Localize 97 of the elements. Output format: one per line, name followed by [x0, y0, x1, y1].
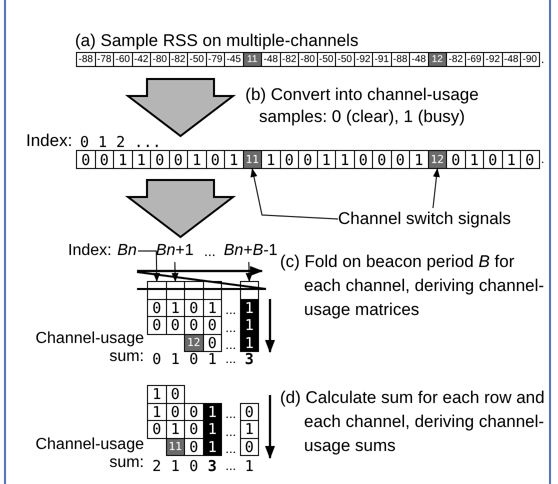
sum-value: ... — [224, 350, 238, 368]
value-cell: 0 — [206, 150, 225, 169]
row-label: Channel-usage sum: — [34, 436, 144, 472]
ellipsis: ... — [224, 301, 238, 317]
channel-number-cell: 11 — [242, 150, 262, 169]
value-cell: 0 — [168, 150, 188, 169]
sum-value: 1 — [206, 349, 218, 368]
highlighted-cell: 1 — [240, 316, 259, 334]
index-label: Bn — [116, 240, 138, 262]
value-cell: 1 — [335, 150, 354, 169]
sum-value: ... — [224, 457, 238, 475]
ellipsis: ... — [204, 242, 216, 261]
period-mark: . — [541, 51, 544, 68]
value-cell: 1 — [240, 420, 259, 438]
value-cell: 0 — [520, 150, 540, 169]
index-label: Bn+1 — [156, 240, 194, 262]
value-cell: 1 — [261, 150, 280, 169]
value-cell: -79 — [206, 52, 225, 67]
value-cell: -92 — [354, 52, 373, 67]
value-cell: -92 — [483, 52, 502, 67]
value-cell: -91 — [372, 52, 392, 67]
sum-value: 0 — [188, 349, 200, 368]
leader-line — [432, 168, 440, 208]
period-mark: . — [541, 151, 544, 168]
leader-line — [138, 250, 160, 282]
ellipsis: ... — [224, 318, 238, 334]
channel-number-cell: 12 — [428, 150, 447, 169]
leader-line — [250, 168, 338, 220]
highlighted-cell: 1 — [240, 334, 259, 352]
sum-value: 2 — [151, 456, 162, 475]
value-cell: 0 — [354, 150, 373, 169]
index-label: Index: — [68, 241, 112, 261]
value-cell: -48 — [502, 52, 521, 67]
value-cell: -80 — [150, 52, 170, 67]
value-cell: 1 — [132, 150, 151, 169]
value-cell: 0 — [240, 402, 259, 421]
value-cell: 0 — [280, 150, 299, 169]
step-caption: (a) Sample RSS on multiple-channels — [75, 30, 358, 52]
index-values: 0 1 2 ... — [80, 132, 162, 153]
ellipsis: ... — [224, 336, 238, 352]
value-cell: 0 — [147, 420, 166, 438]
value-cell: 0 — [240, 438, 259, 456]
value-cell: 0 — [390, 150, 410, 169]
value-cell: -90 — [520, 52, 540, 67]
sum-value: 3 — [244, 349, 255, 368]
sum-value: 0 — [188, 456, 200, 475]
index-label: Index: — [26, 130, 72, 152]
step-caption: (d) Calculate sum for each row and each channel, deriving channel-usage sums — [280, 387, 546, 457]
value-cell: 1 — [113, 150, 132, 169]
value-cell: -48 — [409, 52, 428, 67]
value-cell: -45 — [224, 52, 244, 67]
value-cell: 0 — [298, 150, 318, 169]
leader-line — [246, 262, 253, 282]
callout-text: Channel switch signals — [338, 208, 528, 230]
sum-value: 0 — [151, 349, 162, 368]
leader-line — [172, 262, 179, 282]
value-cell: -80 — [298, 52, 318, 67]
ellipsis: ... — [224, 440, 238, 456]
value-cell: 1 — [502, 150, 521, 169]
value-cell: 1 — [187, 150, 206, 169]
value-cell: 1 — [316, 150, 336, 169]
value-cell: -88 — [390, 52, 410, 67]
value-cell: 0 — [76, 150, 96, 169]
value-cell: -82 — [280, 52, 299, 67]
value-cell: -60 — [113, 52, 132, 67]
value-cell: 0 — [446, 150, 466, 169]
sum-value: 1 — [170, 456, 181, 475]
row-label: Channel-usage sum: — [34, 330, 144, 366]
highlighted-cell: 1 — [202, 402, 222, 421]
channel-number-cell: 12 — [428, 52, 447, 67]
value-cell: 0 — [147, 316, 166, 334]
value-cell: 0 — [372, 150, 392, 169]
value-cell: -50 — [335, 52, 354, 67]
value-cell: -69 — [464, 52, 484, 67]
highlighted-cell: 1 — [240, 298, 259, 317]
value-cell: 1 — [409, 150, 428, 169]
value-cell: 0 — [150, 150, 170, 169]
value-cell: -78 — [94, 52, 114, 67]
step-caption: (c) Fold on beacon period B for each channel, deriving channel-usage matrices — [280, 251, 546, 321]
value-cell: -82 — [446, 52, 466, 67]
value-cell: -50 — [187, 52, 206, 67]
value-cell: -48 — [261, 52, 280, 67]
step-caption: (b) Convert into channel-usage samples: 0 (clear), 1 (busy) — [244, 84, 480, 128]
value-cell: 0 — [483, 150, 502, 169]
value-cell: -88 — [76, 52, 96, 67]
value-cell: -42 — [132, 52, 151, 67]
value-cell: -50 — [316, 52, 336, 67]
ellipsis: ... — [224, 405, 238, 421]
value-cell: 1 — [464, 150, 484, 169]
ellipsis: ... — [224, 422, 238, 438]
value-cell: 1 — [224, 150, 244, 169]
sum-value: 3 — [206, 456, 218, 475]
sum-value: 1 — [170, 349, 181, 368]
value-cell: 0 — [94, 150, 114, 169]
sum-value: 1 — [244, 456, 255, 475]
channel-number-cell: 11 — [242, 52, 262, 67]
value-cell: -82 — [168, 52, 188, 67]
